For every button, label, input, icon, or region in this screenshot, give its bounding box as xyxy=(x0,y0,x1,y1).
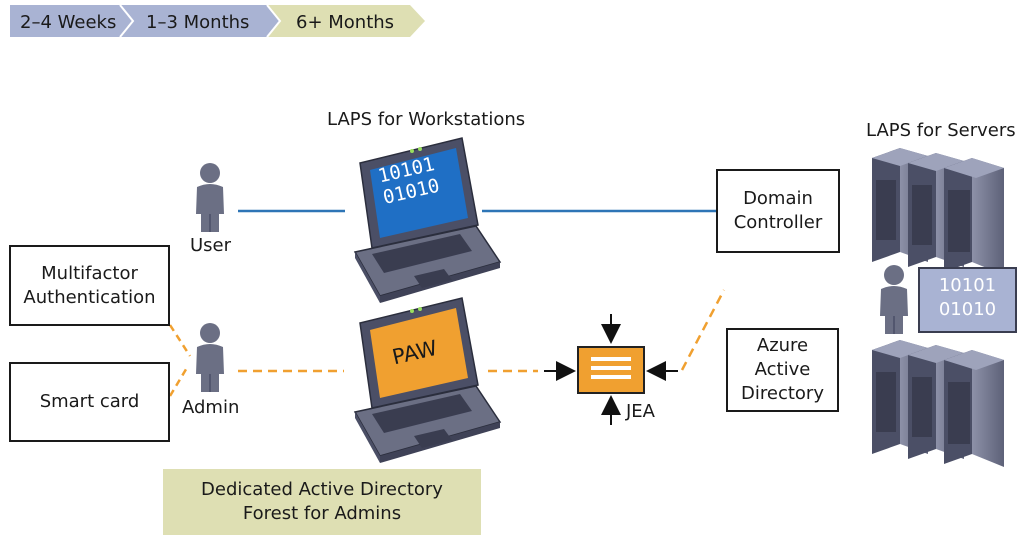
timeline-step-2-shape xyxy=(120,5,280,37)
timeline-chevrons xyxy=(10,4,425,38)
server-binary-box xyxy=(918,267,1017,333)
server-stack-bottom-icon xyxy=(872,340,1004,467)
azure-ad-line3: Directory xyxy=(741,383,824,404)
domain-controller-line2: Controller xyxy=(733,212,823,233)
laps-workstations-label: LAPS for Workstations xyxy=(327,109,526,130)
laps-servers-label: LAPS for Servers xyxy=(866,120,1016,141)
timeline-step-1-shape xyxy=(10,5,133,37)
admin-person-icon xyxy=(196,323,224,392)
dedicated-forest-box: Dedicated Active Directory Forest for Ad… xyxy=(163,469,481,535)
timeline-step-2-label: 1–3 Months xyxy=(146,11,250,33)
workstation-laptop-icon xyxy=(353,137,502,303)
paw-laptop-icon xyxy=(353,297,502,463)
smart-card-label: Smart card xyxy=(39,391,140,412)
azure-ad-line1: Azure xyxy=(756,335,809,356)
timeline-step-3: 6+ Months xyxy=(296,3,394,41)
mfa-admin-connector xyxy=(168,324,192,357)
server-binary-line1: 10101 xyxy=(938,275,997,296)
smartcard-admin-connector xyxy=(168,365,190,397)
timeline-step-1: 2–4 Weeks xyxy=(20,3,116,41)
mfa-line1: Multifactor xyxy=(41,262,138,284)
server-admin-person-icon xyxy=(880,265,908,334)
timeline-divider-1 xyxy=(119,4,135,38)
user-label: User xyxy=(190,235,232,256)
forest-line2: Forest for Admins xyxy=(242,503,402,524)
timeline-step-1-label: 2–4 Weeks xyxy=(20,11,117,33)
azure-ad-line2: Active xyxy=(754,359,811,380)
jea-icon xyxy=(577,346,645,394)
forest-line1: Dedicated Active Directory xyxy=(201,479,443,500)
jea-azure-connector xyxy=(680,289,726,371)
smart-card-box: Smart card xyxy=(9,362,170,442)
server-binary-line2: 01010 xyxy=(938,299,997,320)
domain-controller-box: Domain Controller xyxy=(716,169,840,253)
timeline-divider-2 xyxy=(266,4,282,38)
server-binary-text: 10101 01010 xyxy=(919,274,1016,322)
timeline-step-2: 1–3 Months xyxy=(146,3,249,41)
mfa-box: Multifactor Authentication xyxy=(9,245,170,326)
domain-controller-line1: Domain xyxy=(743,188,813,209)
timeline-step-3-label: 6+ Months xyxy=(296,11,395,33)
server-stack-top-icon xyxy=(872,148,1004,275)
admin-label: Admin xyxy=(182,397,240,418)
jea-label: JEA xyxy=(626,401,655,422)
azure-ad-box: Azure Active Directory xyxy=(726,328,839,412)
mfa-line2: Authentication xyxy=(23,286,156,308)
timeline-step-3-shape xyxy=(267,5,425,37)
user-person-icon xyxy=(196,163,224,232)
